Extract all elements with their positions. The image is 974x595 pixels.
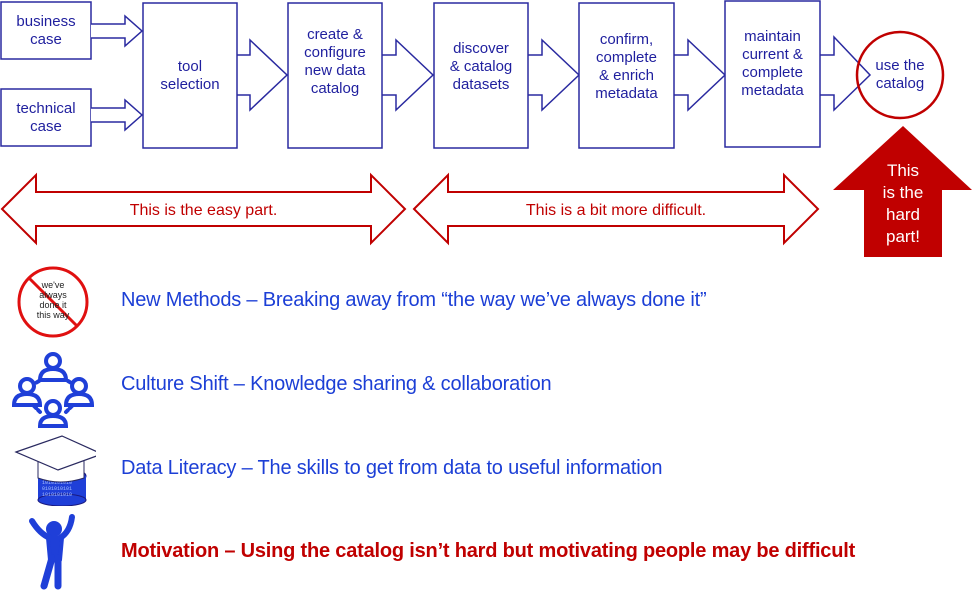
step-label-tool-selection: tool selection xyxy=(160,57,220,93)
input-label-business-case: business case xyxy=(16,12,76,48)
step-label-confirm-enrich: confirm, complete & enrich metadata xyxy=(595,31,658,102)
step-arrow-3 xyxy=(528,38,581,112)
step-label-create-configure: create & configure new data catalog xyxy=(304,26,366,97)
step-box-4 xyxy=(578,2,675,149)
graduation-cap-data-icon: 1010101010 0101010101 1010101010 xyxy=(12,432,104,507)
svg-text:1010101010: 1010101010 xyxy=(42,480,72,486)
input-box-business-case xyxy=(0,1,92,60)
hard-part-label: This is the hard part! xyxy=(882,161,924,246)
step-box-3 xyxy=(433,2,529,149)
input-label-technical-case: technical case xyxy=(16,99,76,135)
svg-text:1010101010: 1010101010 xyxy=(42,492,72,498)
challenge-new-methods: New Methods – Breaking away from “the wa… xyxy=(121,289,707,311)
svg-text:0101010101: 0101010101 xyxy=(42,486,72,492)
goal-circle xyxy=(855,30,945,120)
easy-part-arrow xyxy=(0,172,407,246)
step-arrow-1 xyxy=(237,38,289,112)
goal-label-use-catalog: use the catalog xyxy=(875,57,925,92)
hard-part-arrow xyxy=(833,126,972,257)
step-box-1 xyxy=(142,2,238,149)
step-arrow-2 xyxy=(382,38,435,112)
step-arrow-5 xyxy=(820,35,872,112)
step-arrow-4 xyxy=(674,38,727,112)
no-old-way-icon: we've always done it this way xyxy=(15,264,91,340)
bit-more-difficult-label: This is a bit more difficult. xyxy=(525,201,707,219)
people-network-icon xyxy=(11,348,96,428)
step-label-maintain-metadata: maintain current & complete metadata xyxy=(741,28,804,99)
no-old-way-icon-text: we've always done it this way xyxy=(36,280,70,320)
challenge-motivation: Motivation – Using the catalog isn’t har… xyxy=(121,540,856,562)
input-arrow-business xyxy=(91,14,144,48)
bit-more-difficult-arrow xyxy=(412,172,820,246)
input-box-technical-case xyxy=(0,88,92,147)
step-box-2 xyxy=(287,2,383,149)
cheering-person-icon xyxy=(24,512,84,590)
challenge-data-literacy: Data Literacy – The skills to get from d… xyxy=(121,457,663,479)
step-box-5 xyxy=(724,0,821,148)
challenge-culture-shift: Culture Shift – Knowledge sharing & coll… xyxy=(121,373,552,395)
step-label-discover-catalog: discover & catalog datasets xyxy=(449,40,513,93)
easy-part-label: This is the easy part. xyxy=(129,201,278,219)
input-arrow-technical xyxy=(91,98,144,132)
